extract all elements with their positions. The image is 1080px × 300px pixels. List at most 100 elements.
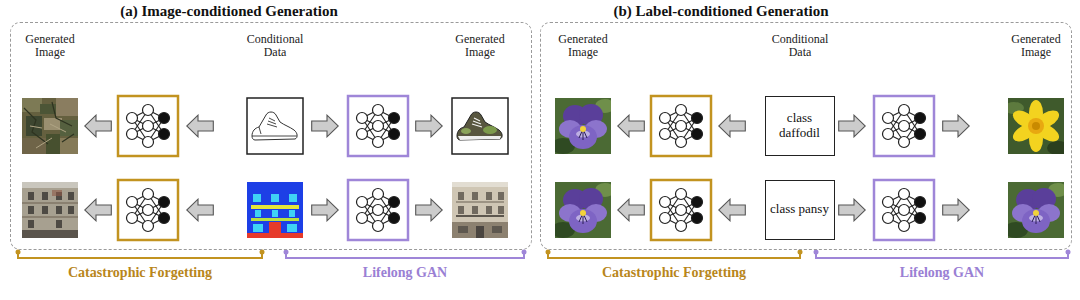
generated-shoe-part xyxy=(458,136,501,140)
left-arrows-part xyxy=(187,199,214,221)
forgotten-shoe-image xyxy=(22,98,78,154)
network-icons-part xyxy=(660,189,703,232)
forgetting-brackets xyxy=(18,252,800,258)
right-arrows-part xyxy=(312,115,339,137)
right-arrows-part xyxy=(839,115,866,137)
network-icons-part xyxy=(883,189,926,232)
left-arrows-part xyxy=(618,199,645,221)
forgotten-facade-image-part-part xyxy=(56,220,62,228)
left-arrows-part-part xyxy=(85,115,112,137)
forgotten-facade-image-part-part xyxy=(68,192,74,200)
label-slot: Generated Image xyxy=(550,33,616,60)
forgotten-facade-image-part-part xyxy=(28,206,34,214)
flower-images-part xyxy=(1004,98,1069,155)
bracket-label: Lifelong GAN xyxy=(822,264,1062,281)
forgotten-shoe-image-part xyxy=(60,138,78,154)
shoe-sketch-part xyxy=(252,118,297,136)
bracket-label: Catastrophic Forgetting xyxy=(554,264,794,281)
forgetting-bracket-ends-part xyxy=(546,250,551,255)
facade-label-map-part-part xyxy=(253,194,261,202)
generated-facade-part-part xyxy=(458,206,464,214)
generated-facade-part-part xyxy=(472,206,478,214)
left-arrows-part-part xyxy=(618,115,645,137)
forgotten-facade-image-part xyxy=(28,192,74,228)
generated-facade xyxy=(452,182,508,238)
forgetting-brackets-part xyxy=(18,252,262,258)
generated-facade-part xyxy=(452,182,508,238)
forgotten-shoe-image-part xyxy=(60,120,78,136)
lifelong-brackets-part xyxy=(286,252,524,258)
purple-network-boxes-part xyxy=(874,180,934,240)
gold-network-boxes-part xyxy=(118,96,178,156)
forgotten-facade-image-part xyxy=(22,230,78,238)
network-icons-part xyxy=(660,105,703,148)
generated-shoe-part xyxy=(472,118,482,127)
flower-images-part xyxy=(551,182,615,238)
label-slot: Lifelong GAN xyxy=(822,264,1062,281)
column-header: Generated Image xyxy=(447,33,513,60)
right-arrows xyxy=(312,115,970,221)
left-arrows-part xyxy=(618,115,645,137)
generated-facade-part xyxy=(476,226,484,238)
purple-network-boxes-part xyxy=(348,180,408,240)
left-arrows-part-part xyxy=(719,199,746,221)
left-arrows-part xyxy=(719,115,746,137)
facade-label-map-part-part xyxy=(271,194,279,202)
panel-title: (a) Image-conditioned Generation xyxy=(116,2,341,20)
generated-facade-part xyxy=(456,215,504,217)
lifelong-brackets xyxy=(286,252,1068,258)
condition-box: class daffodil xyxy=(765,96,835,156)
flower-images-part xyxy=(1004,182,1068,238)
facade-label-map-part xyxy=(251,205,299,209)
facade-label-map-part xyxy=(247,233,303,238)
bracket-label: Catastrophic Forgetting xyxy=(20,264,260,281)
forgetting-bracket-ends-part xyxy=(16,250,21,255)
right-arrows-part xyxy=(416,115,443,137)
gold-network-boxes xyxy=(118,96,711,240)
facade-label-map-part-part xyxy=(289,194,297,202)
generated-shoe-part xyxy=(452,98,508,154)
right-arrows-part xyxy=(943,199,970,221)
purple-network-boxes xyxy=(348,96,934,240)
forgetting-bracket-ends-part xyxy=(798,250,803,255)
left-arrows-part-part xyxy=(618,199,645,221)
column-header: Conditional Data xyxy=(242,33,308,60)
forgotten-shoe-image-part xyxy=(22,98,78,154)
label-slot: Generated Image xyxy=(17,33,83,60)
left-arrows-part xyxy=(187,115,214,137)
forgotten-shoe-image-part xyxy=(56,98,78,116)
forgotten-facade-image-part-part xyxy=(42,206,48,214)
generated-facade-part-part xyxy=(486,192,492,200)
generated-facade-part-part xyxy=(458,192,464,200)
right-arrows-part xyxy=(312,199,339,221)
forgotten-shoe-image-part xyxy=(22,98,42,112)
label-slot: Lifelong GAN xyxy=(285,264,525,281)
network-icons-part xyxy=(357,189,400,232)
generated-facade-part xyxy=(456,201,504,203)
facade-label-map-part-part xyxy=(289,210,295,217)
facade-label-map-part-part xyxy=(272,210,278,217)
forgotten-facade-image-part-part xyxy=(56,206,62,214)
column-header: Generated Image xyxy=(550,33,616,60)
generated-facade-part xyxy=(452,182,508,187)
left-arrows-part-part xyxy=(187,115,214,137)
forgotten-facade-image xyxy=(22,182,78,238)
shoe-sketch-part xyxy=(252,112,297,140)
generated-facade-part xyxy=(452,222,508,238)
forgotten-facade-image-part xyxy=(22,182,78,188)
forgotten-facade-image-part xyxy=(22,182,78,238)
label-slot: Catastrophic Forgetting xyxy=(554,264,794,281)
bracket-label: Lifelong GAN xyxy=(285,264,525,281)
label-slot: Generated Image xyxy=(447,33,513,60)
forgetting-bracket-ends-part xyxy=(260,250,265,255)
forgetting-bracket-ends xyxy=(16,250,803,255)
facade-label-map-part-part xyxy=(253,224,263,232)
shoe-sketch xyxy=(247,98,303,154)
facade-label-map-part xyxy=(251,218,299,221)
generated-shoe-part xyxy=(461,128,471,134)
forgotten-facade-image-part-part xyxy=(42,192,48,200)
purple-network-boxes-part xyxy=(348,96,408,156)
